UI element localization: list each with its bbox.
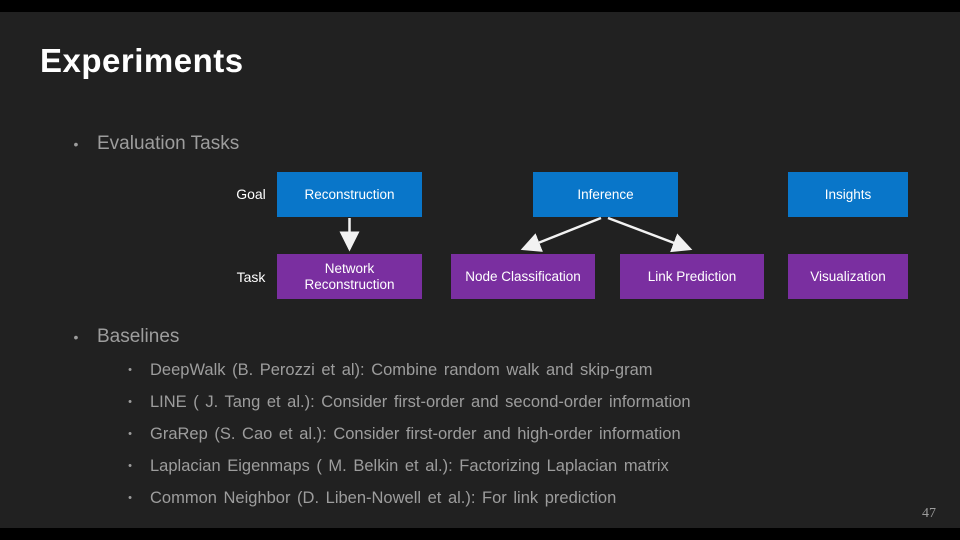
page-number: 47 [922,506,936,521]
arrow-inference-to-node-classification [520,216,602,252]
letterbox-bottom [0,528,960,540]
baseline-item-line: • LINE ( J. Tang et al.): Consider first… [110,391,691,413]
arrow-inference-to-link-prediction [607,216,693,253]
goal-box-insights: Insights [788,172,908,217]
baseline-item-laplacian-eigenmaps: • Laplacian Eigenmaps ( M. Belkin et al.… [110,455,669,477]
bullet-glyph: • [128,428,132,440]
task-box-network-reconstruction: Network Reconstruction [277,254,422,299]
bullet-glyph: • [128,492,132,504]
baseline-item-grarep: • GraRep (S. Cao et al.): Consider first… [110,423,681,445]
diagram-row-label-task: Task [236,269,266,285]
evaluation-tasks-label: Evaluation Tasks [97,133,240,154]
bullet-glyph: • [128,364,132,376]
baselines-label: Baselines [97,326,180,347]
evaluation-tasks-bullet-row: • Evaluation Tasks [55,132,240,156]
goal-box-inference: Inference [533,172,678,217]
task-box-link-prediction: Link Prediction [620,254,764,299]
baseline-item-common-neighbor: • Common Neighbor (D. Liben-Nowell et al… [110,487,616,509]
baseline-item-text: LINE ( J. Tang et al.): Consider first-o… [150,393,691,411]
bullet-glyph: • [73,136,79,152]
baseline-item-text: GraRep (S. Cao et al.): Consider first-o… [150,425,681,443]
baseline-item-deepwalk: • DeepWalk (B. Perozzi et al): Combine r… [110,359,653,381]
bullet-glyph: • [128,460,132,472]
slide-title: Experiments [40,42,244,79]
baseline-item-text: Common Neighbor (D. Liben-Nowell et al.)… [150,489,617,507]
letterbox-top [0,0,960,12]
task-box-visualization: Visualization [788,254,908,299]
baselines-bullet-row: • Baselines [55,325,180,349]
baseline-item-text: Laplacian Eigenmaps ( M. Belkin et al.):… [150,457,669,475]
task-box-node-classification: Node Classification [451,254,595,299]
baseline-item-text: DeepWalk (B. Perozzi et al): Combine ran… [150,361,653,379]
goal-box-reconstruction: Reconstruction [277,172,422,217]
bullet-glyph: • [128,396,132,408]
bullet-glyph: • [73,329,79,345]
diagram-row-label-goal: Goal [236,186,266,202]
